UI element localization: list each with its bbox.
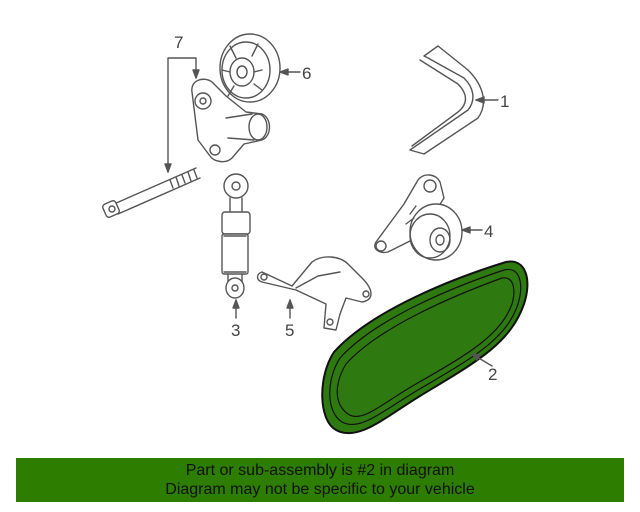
callout-4: 4 — [484, 222, 493, 241]
drive-belt-part[interactable] — [321, 260, 529, 435]
long-bolt-part[interactable] — [102, 167, 201, 218]
info-banner: Part or sub-assembly is #2 in diagram Di… — [16, 458, 624, 502]
tensioner-bracket-part[interactable] — [191, 78, 271, 163]
parts-diagram: 7 6 1 4 3 5 2 — [102, 33, 529, 435]
belt-cover-part[interactable] — [409, 45, 485, 155]
callout-7-bracket — [167, 57, 197, 173]
callout-1: 1 — [500, 92, 509, 111]
callout-2: 2 — [488, 365, 497, 384]
banner-line-disclaimer: Diagram may not be specific to your vehi… — [165, 481, 475, 498]
damper-part[interactable] — [221, 173, 251, 299]
callout-5: 5 — [285, 321, 294, 340]
idler-pulley-part[interactable] — [219, 33, 281, 103]
mounting-bracket-part[interactable] — [256, 256, 372, 331]
callout-6: 6 — [302, 64, 311, 83]
callout-7: 7 — [174, 33, 183, 52]
belt-tensioner-part[interactable] — [374, 174, 463, 261]
banner-line-part-number: Part or sub-assembly is #2 in diagram — [185, 462, 455, 479]
callout-3: 3 — [231, 321, 240, 340]
